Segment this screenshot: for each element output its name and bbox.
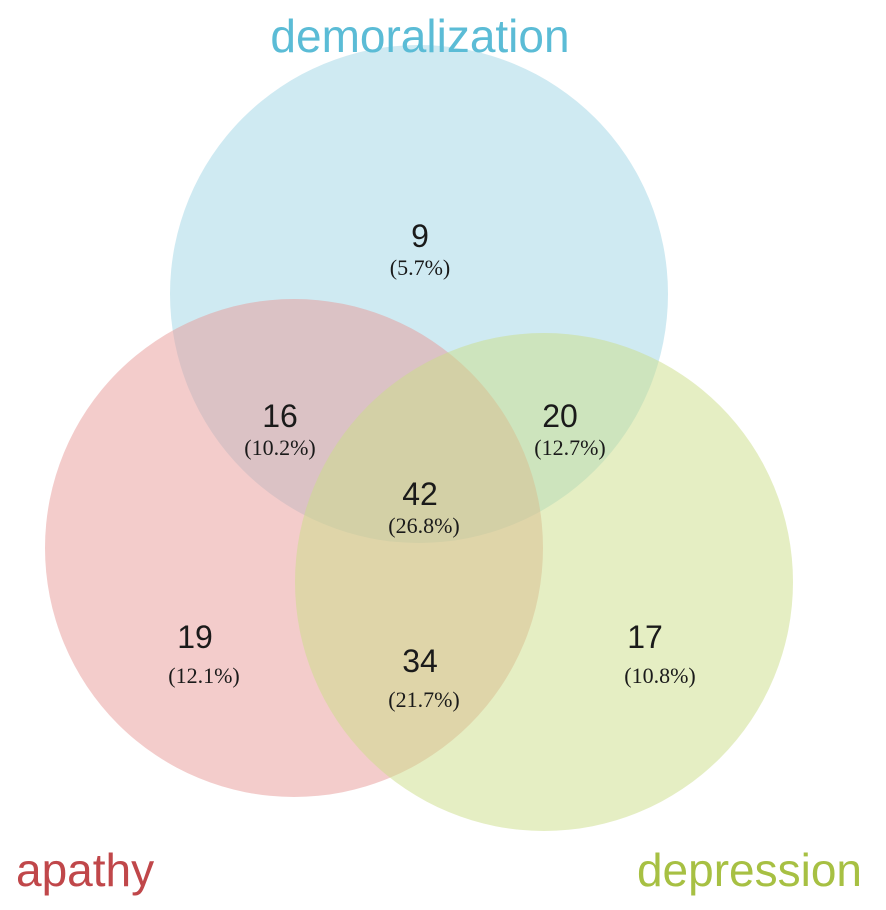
apathy-depression-percent: (21.7%) xyxy=(388,687,459,712)
depression-circle xyxy=(295,333,793,831)
demoralization-only-percent: (5.7%) xyxy=(390,255,450,280)
all-three-count: 42 xyxy=(402,476,438,512)
apathy-depression-count: 34 xyxy=(402,643,438,679)
apathy-only-count: 19 xyxy=(177,619,213,655)
depression-label: depression xyxy=(637,844,862,896)
all-three-percent: (26.8%) xyxy=(388,513,459,538)
demoralization-depression-percent: (12.7%) xyxy=(534,435,605,460)
apathy-only-percent: (12.1%) xyxy=(168,663,239,688)
depression-only-count: 17 xyxy=(627,619,663,655)
demoralization-label: demoralization xyxy=(270,10,569,62)
demoralization-only-count: 9 xyxy=(411,218,429,254)
demoralization-depression-count: 20 xyxy=(542,398,578,434)
apathy-demoralization-percent: (10.2%) xyxy=(244,435,315,460)
apathy-demoralization-count: 16 xyxy=(262,398,298,434)
apathy-label: apathy xyxy=(16,844,154,896)
depression-only-percent: (10.8%) xyxy=(624,663,695,688)
